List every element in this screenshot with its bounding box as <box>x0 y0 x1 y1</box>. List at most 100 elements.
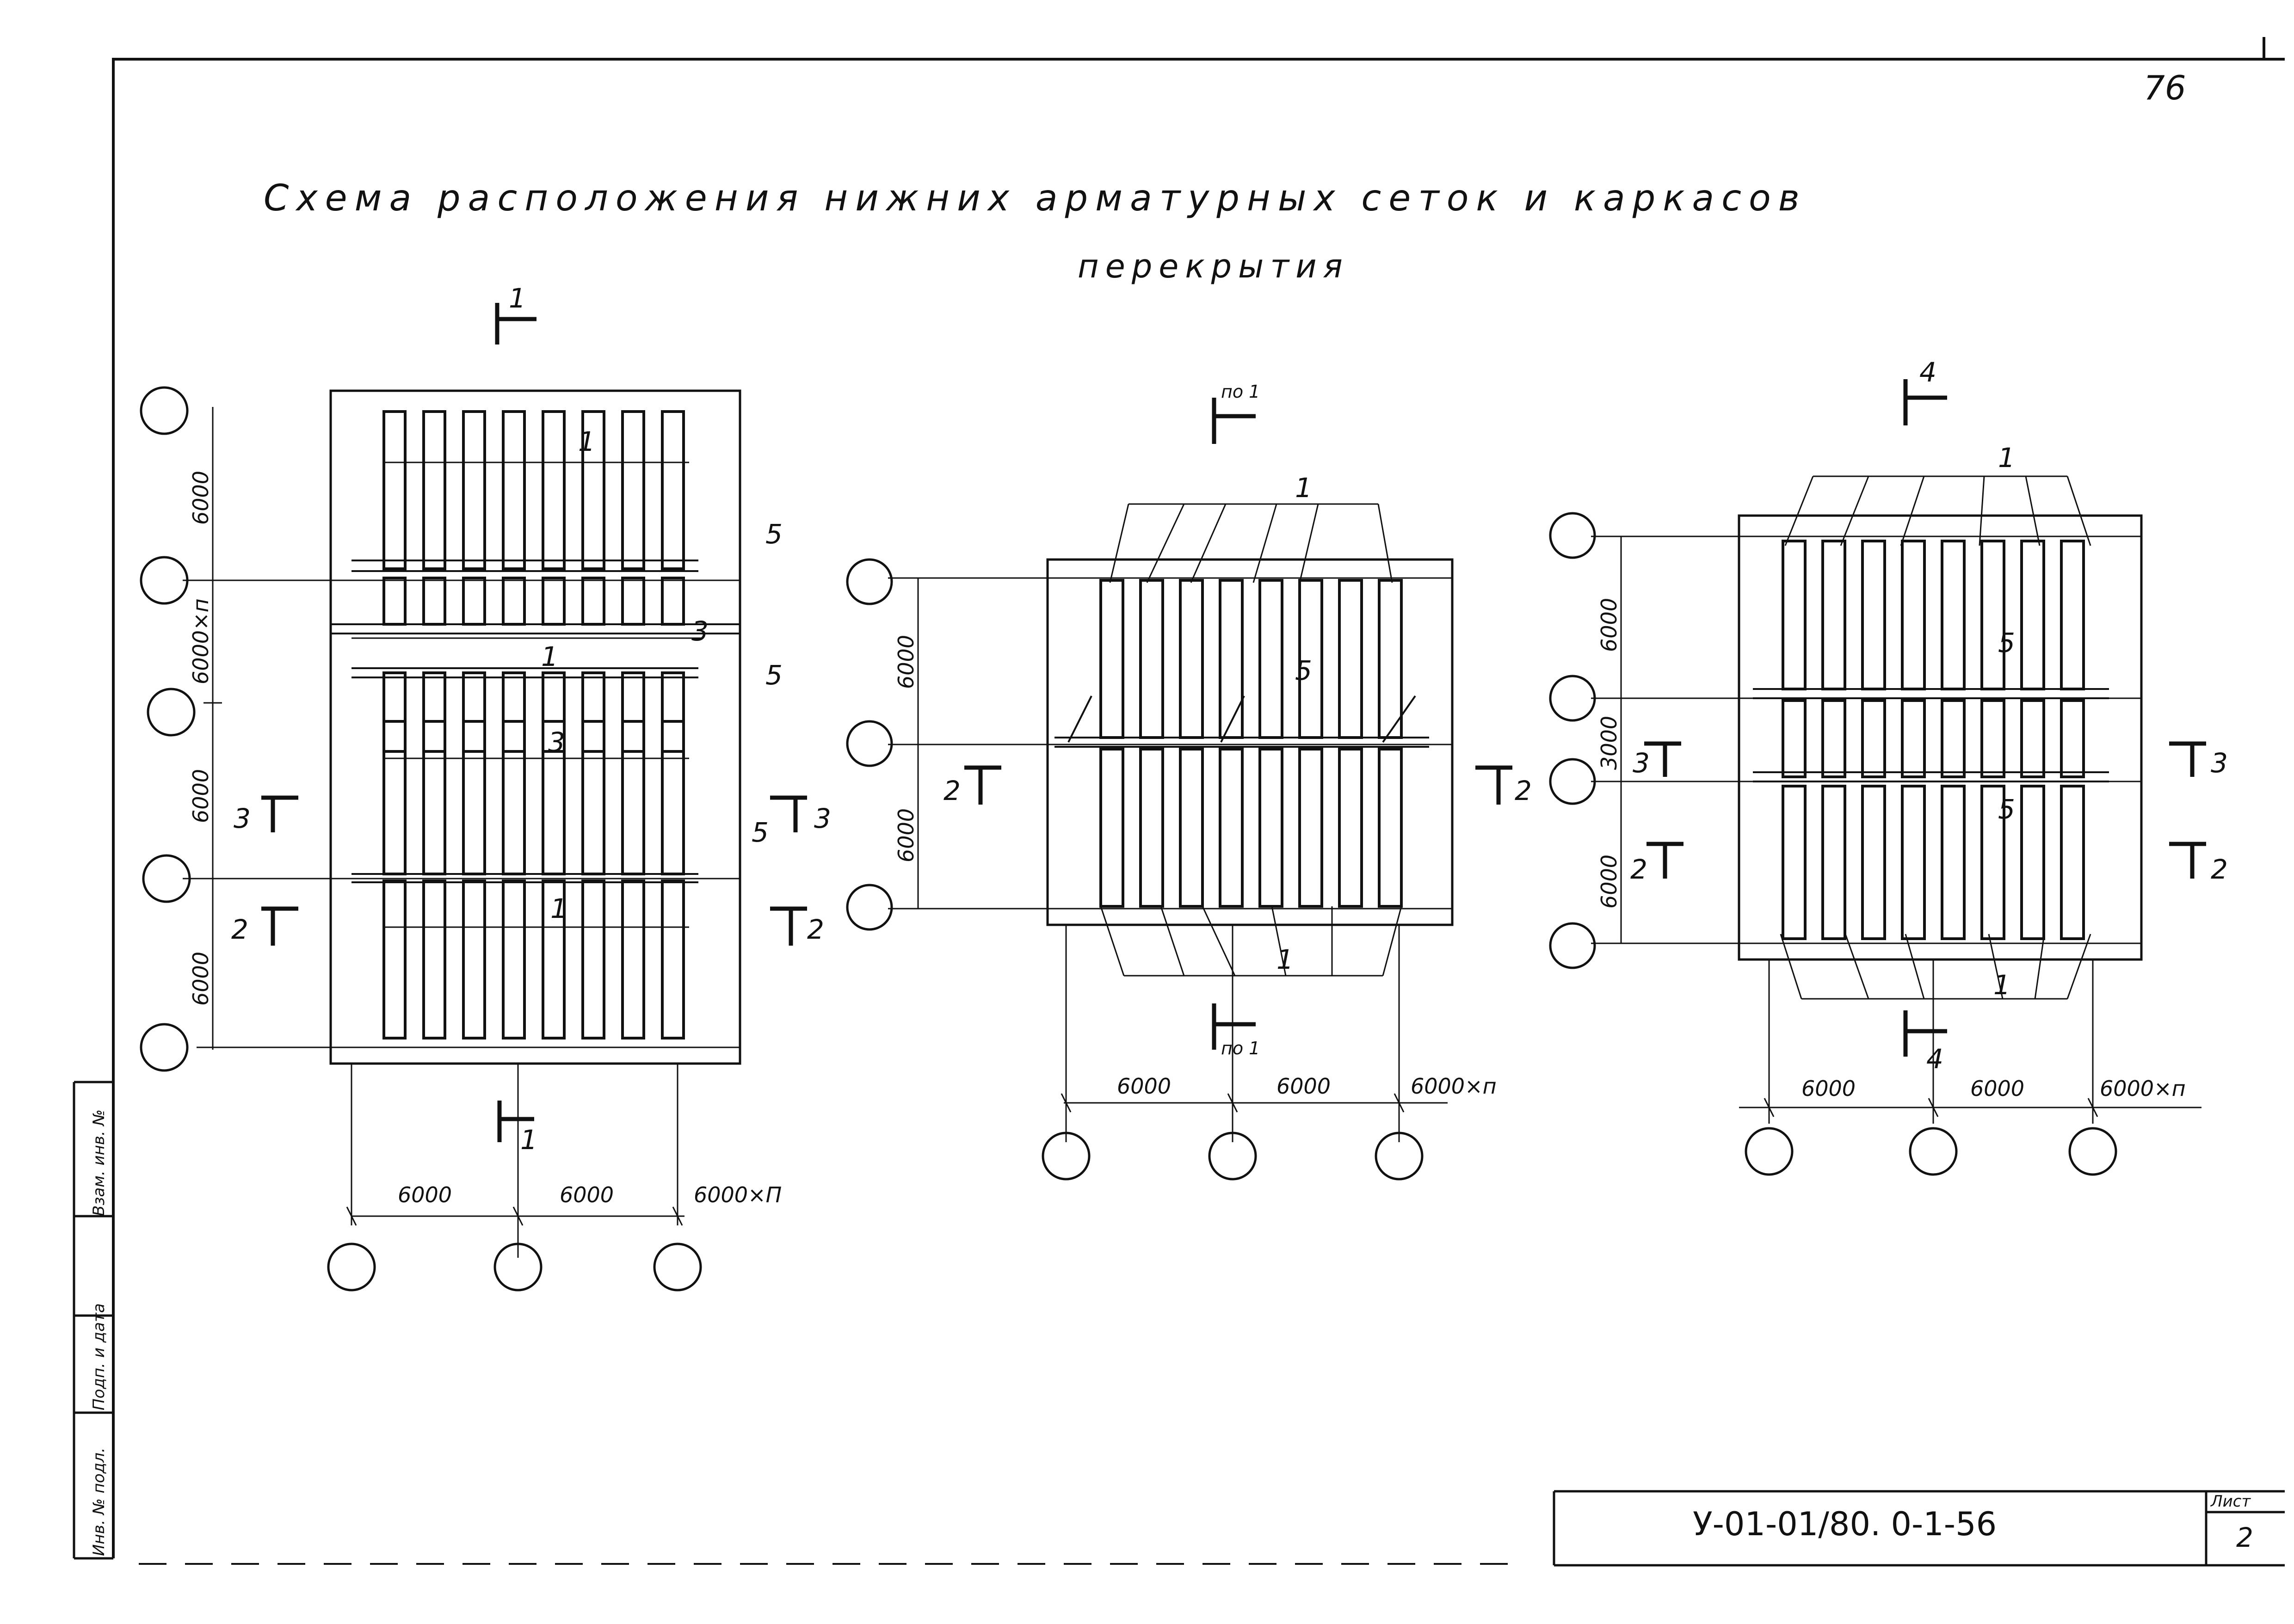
plan-a-section-bottom: 1 <box>520 1124 537 1156</box>
mesh-strip <box>502 671 526 753</box>
plan-c-tmarker-3-right <box>2169 741 2206 777</box>
mesh-strip <box>462 720 486 875</box>
mesh-strip <box>422 880 446 1040</box>
mesh-strip <box>382 410 407 570</box>
mesh-strip <box>422 577 446 626</box>
mesh-strip <box>462 671 486 753</box>
mesh-strip <box>1782 699 1807 778</box>
mesh-strip <box>1901 785 1926 940</box>
doc-code: У-01-01/80. 0-1-56 <box>1693 1505 1997 1543</box>
plan-c-label: 2 <box>1630 854 1647 885</box>
frame-border <box>112 58 2285 1558</box>
margin-stamp-signature: Подп. и дата <box>90 1303 108 1410</box>
plan-a-label: 2 <box>231 914 248 945</box>
mesh-strip <box>581 410 605 570</box>
mesh-strip <box>1338 748 1363 908</box>
plan-c-dim-h-3: 6000×п <box>2100 1076 2186 1101</box>
plan-a-label: 1 <box>550 893 567 924</box>
mesh-strip <box>502 720 526 875</box>
plan-a-label: 5 <box>765 659 783 691</box>
mesh-strip <box>542 671 566 753</box>
plan-a-section-top: 1 <box>509 283 526 314</box>
plan-c-axis-lines <box>1591 535 2141 1124</box>
plan-a-label: 5 <box>752 817 769 848</box>
plan-c-label: 1 <box>1998 442 2015 474</box>
plan-a-label: 3 <box>234 803 251 834</box>
plan-c-label: 1 <box>1993 969 2010 1001</box>
plan-b-dim-v-2: 6000 <box>894 808 919 862</box>
plan-b-outline <box>1046 558 1454 926</box>
plan-c-frame-bands <box>1753 688 2109 782</box>
plan-a-axis-circle <box>493 1243 543 1292</box>
plan-c-dim-v-1: 6000 <box>1597 598 1622 652</box>
plan-b-leaders-bottom <box>1100 906 1402 977</box>
mesh-strip <box>1139 579 1164 739</box>
plan-a-label: 3 <box>691 615 709 647</box>
mesh-strip <box>1099 579 1124 739</box>
plan-c-dim-v-3: 6000 <box>1597 855 1622 909</box>
mesh-strip <box>502 410 526 570</box>
plan-b-axis-circle <box>846 884 893 931</box>
plan-a-axis-circle <box>653 1243 702 1292</box>
sheet-label: Лист <box>2210 1492 2251 1511</box>
plan-a-label: 3 <box>814 803 831 834</box>
mesh-strip <box>1861 699 1886 778</box>
mesh-strip <box>2020 785 2045 940</box>
plan-a-label: 3 <box>548 726 565 758</box>
plan-a-dim-h-1: 6000 <box>398 1182 452 1207</box>
mesh-strip <box>1980 785 2005 940</box>
mesh-strip <box>422 410 446 570</box>
plan-b-section-top: по 1 <box>1221 381 1260 402</box>
plan-a-axis-circle <box>327 1243 376 1292</box>
plan-b-axis-circle <box>846 720 893 767</box>
plan-c-tmarker-2-right <box>2169 842 2206 879</box>
plan-b-label: 1 <box>1295 472 1312 504</box>
plan-a-axis-circle <box>147 688 196 737</box>
mesh-strip <box>502 577 526 626</box>
plan-c-axis-circle <box>1549 675 1596 722</box>
mesh-strip <box>542 577 566 626</box>
plan-b-dim-horizontal <box>1061 1093 1448 1113</box>
mesh-strip <box>382 720 407 875</box>
plan-c-axis-circle <box>1549 922 1596 969</box>
mesh-strip <box>422 671 446 753</box>
mesh-strip <box>1139 748 1164 908</box>
plan-b-axis-circle <box>1208 1132 1257 1181</box>
plan-b-label: 5 <box>1295 655 1312 686</box>
plan-b-section-marker-top <box>1212 398 1256 444</box>
mesh-strip <box>462 880 486 1040</box>
mesh-strip <box>1378 748 1403 908</box>
plan-b-dim-vertical <box>909 577 927 910</box>
mesh-strip <box>462 410 486 570</box>
mesh-strip <box>1980 540 2005 690</box>
margin-stamp-inventory: Инв. № подл. <box>90 1447 108 1556</box>
mesh-strip <box>581 577 605 626</box>
plan-a-tmarker-2-left <box>261 906 298 946</box>
mesh-strip <box>661 671 685 753</box>
plan-a-tmarker-3-right <box>770 795 807 832</box>
margin-stamp-replacement: Взам. инв. № <box>90 1109 108 1216</box>
mesh-strip <box>1861 785 1886 940</box>
title-block-frame <box>1553 1490 2285 1567</box>
plan-c-axis-circle <box>1549 758 1596 805</box>
mesh-strip <box>621 720 645 875</box>
mesh-strip <box>1219 748 1244 908</box>
margin-stamp-box <box>73 1081 113 1560</box>
plan-b-tmarker-2-left <box>964 765 1001 805</box>
page-number: 76 <box>2144 68 2186 107</box>
plan-c: 4 4 6000 3000 6000 6000 6000 6000×п 1 1 … <box>1549 357 2228 1176</box>
mesh-strip <box>1941 540 1966 690</box>
mesh-strip <box>502 880 526 1040</box>
plan-b-section-bottom: по 1 <box>1221 1038 1260 1058</box>
plan-a-axis-circle <box>140 556 189 605</box>
plan-b-dim-v-1: 6000 <box>894 635 919 689</box>
plan-c-axis-circle <box>1745 1127 1794 1176</box>
mesh-strip <box>1258 748 1283 908</box>
plan-c-leaders-bottom <box>1780 934 2091 1000</box>
plan-a-leaders <box>352 461 703 928</box>
plan-c-axis-circle <box>1909 1127 1958 1176</box>
plan-a-outline <box>329 389 741 1065</box>
plan-c-label: 5 <box>1998 627 2015 658</box>
plan-a-tmarker-3-left <box>261 795 298 832</box>
plan-c-dim-h-2: 6000 <box>1970 1076 2024 1101</box>
